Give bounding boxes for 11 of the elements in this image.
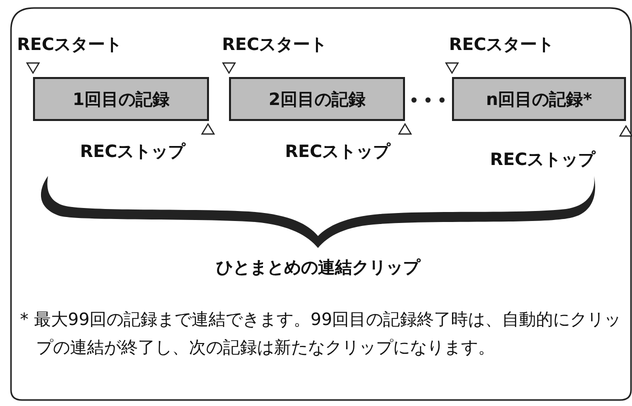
start-label: RECスタート: [222, 34, 328, 56]
recording-box: n回目の記録*: [452, 77, 626, 121]
stop-label: RECストップ: [490, 149, 596, 171]
brace-caption: ひとまとめの連結クリップ: [216, 257, 420, 279]
start-label: RECスタート: [17, 34, 122, 56]
start-label: RECスタート: [449, 34, 554, 56]
footnote: * 最大99回の記録まで連結できます。99回目の記録終了時は、自動的にクリップの連結が終了し、次の記録は新たなクリップになります。: [20, 309, 622, 360]
recording-box: 1回目の記録: [33, 77, 209, 121]
stop-label: RECストップ: [80, 141, 186, 163]
recording-box: 2回目の記録: [229, 77, 405, 121]
stop-label: RECストップ: [285, 141, 390, 163]
